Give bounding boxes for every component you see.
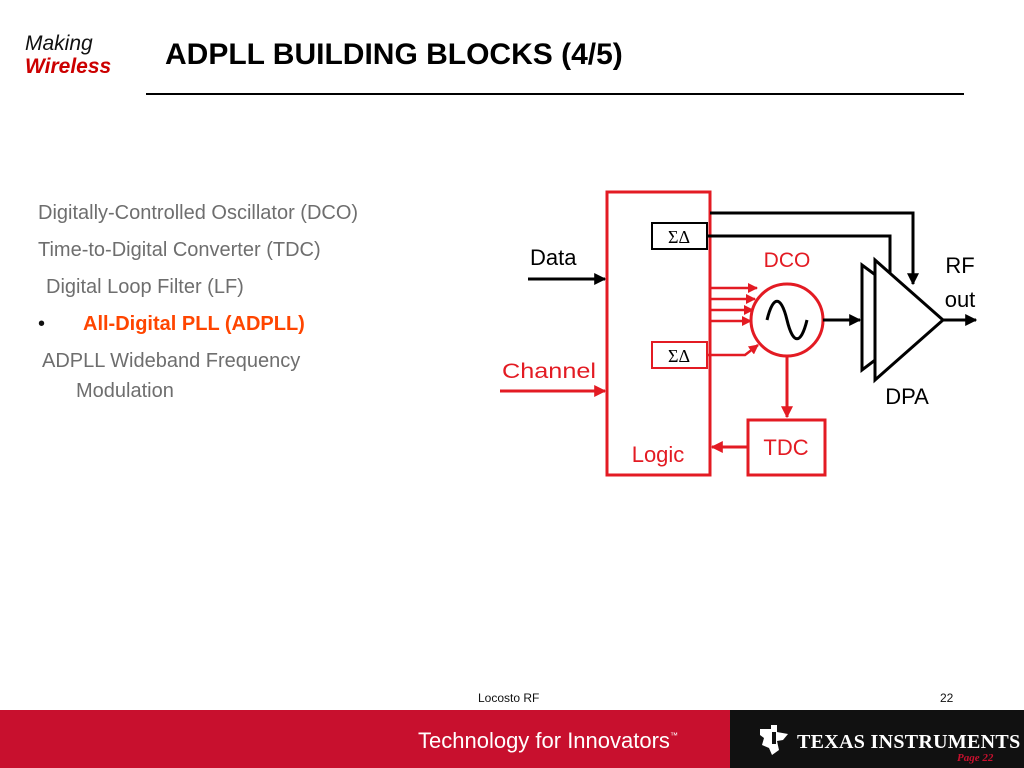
- logo-wireless-text: Wireless: [25, 55, 112, 78]
- bullet-dco: Digitally-Controlled Oscillator (DCO): [38, 202, 359, 224]
- logic-block: [605, 190, 712, 477]
- bullet-marker: •: [38, 313, 46, 335]
- title-divider: [146, 93, 964, 95]
- footer-tagline: Technology for Innovators™: [418, 728, 678, 754]
- footer-center-text: Locosto RF: [478, 691, 540, 705]
- tdc-block: [746, 418, 827, 477]
- trademark-symbol: ™: [669, 731, 678, 740]
- logic-label: Logic: [632, 442, 685, 467]
- slide-title: ADPLL BUILDING BLOCKS (4/5): [165, 38, 623, 71]
- sigma-delta-top-block: [651, 222, 708, 250]
- tdc-label: TDC: [763, 435, 808, 460]
- sigma-delta-top-label: ΣΔ: [668, 227, 690, 247]
- rf-label: RF: [945, 253, 974, 278]
- texas-instruments-wordmark: TEXAS INSTRUMENTS: [797, 731, 1021, 753]
- sine-wave-icon: [765, 299, 809, 341]
- logo-making-text: Making: [25, 32, 93, 55]
- footer-tagline-text: Technology for Innovators: [418, 728, 670, 753]
- channel-label: Channel: [502, 360, 596, 383]
- adpll-block-diagram: Data Channel ΣΔ ΣΔ DCO TDC Logic DPA RF …: [500, 190, 978, 477]
- logic-to-dpa-line: [710, 211, 919, 286]
- data-label: Data: [530, 245, 577, 270]
- dco-label: DCO: [764, 249, 811, 272]
- footer-red-band: [0, 710, 730, 768]
- footer-page-tag: Page 22: [957, 752, 994, 764]
- out-label: out: [945, 287, 976, 312]
- dpa-label: DPA: [885, 384, 929, 409]
- bullet-wideband-line2: Modulation: [76, 380, 174, 402]
- bullet-adpll: • All-Digital PLL (ADPLL): [38, 313, 305, 336]
- bullet-loop-filter: Digital Loop Filter (LF): [46, 276, 244, 298]
- bullet-tdc: Time-to-Digital Converter (TDC): [38, 239, 321, 261]
- sigma-delta-bottom-label: ΣΔ: [668, 346, 690, 366]
- bullet-adpll-text: All-Digital PLL (ADPLL): [83, 313, 305, 335]
- bullet-wideband-line1: ADPLL Wideband Frequency: [42, 350, 301, 372]
- dpa-amplifier-front: [873, 256, 946, 384]
- footer-page-number: 22: [940, 691, 954, 705]
- sigma-delta-to-dco-arrow: [707, 344, 759, 357]
- texas-instruments-logo-icon: [760, 725, 788, 755]
